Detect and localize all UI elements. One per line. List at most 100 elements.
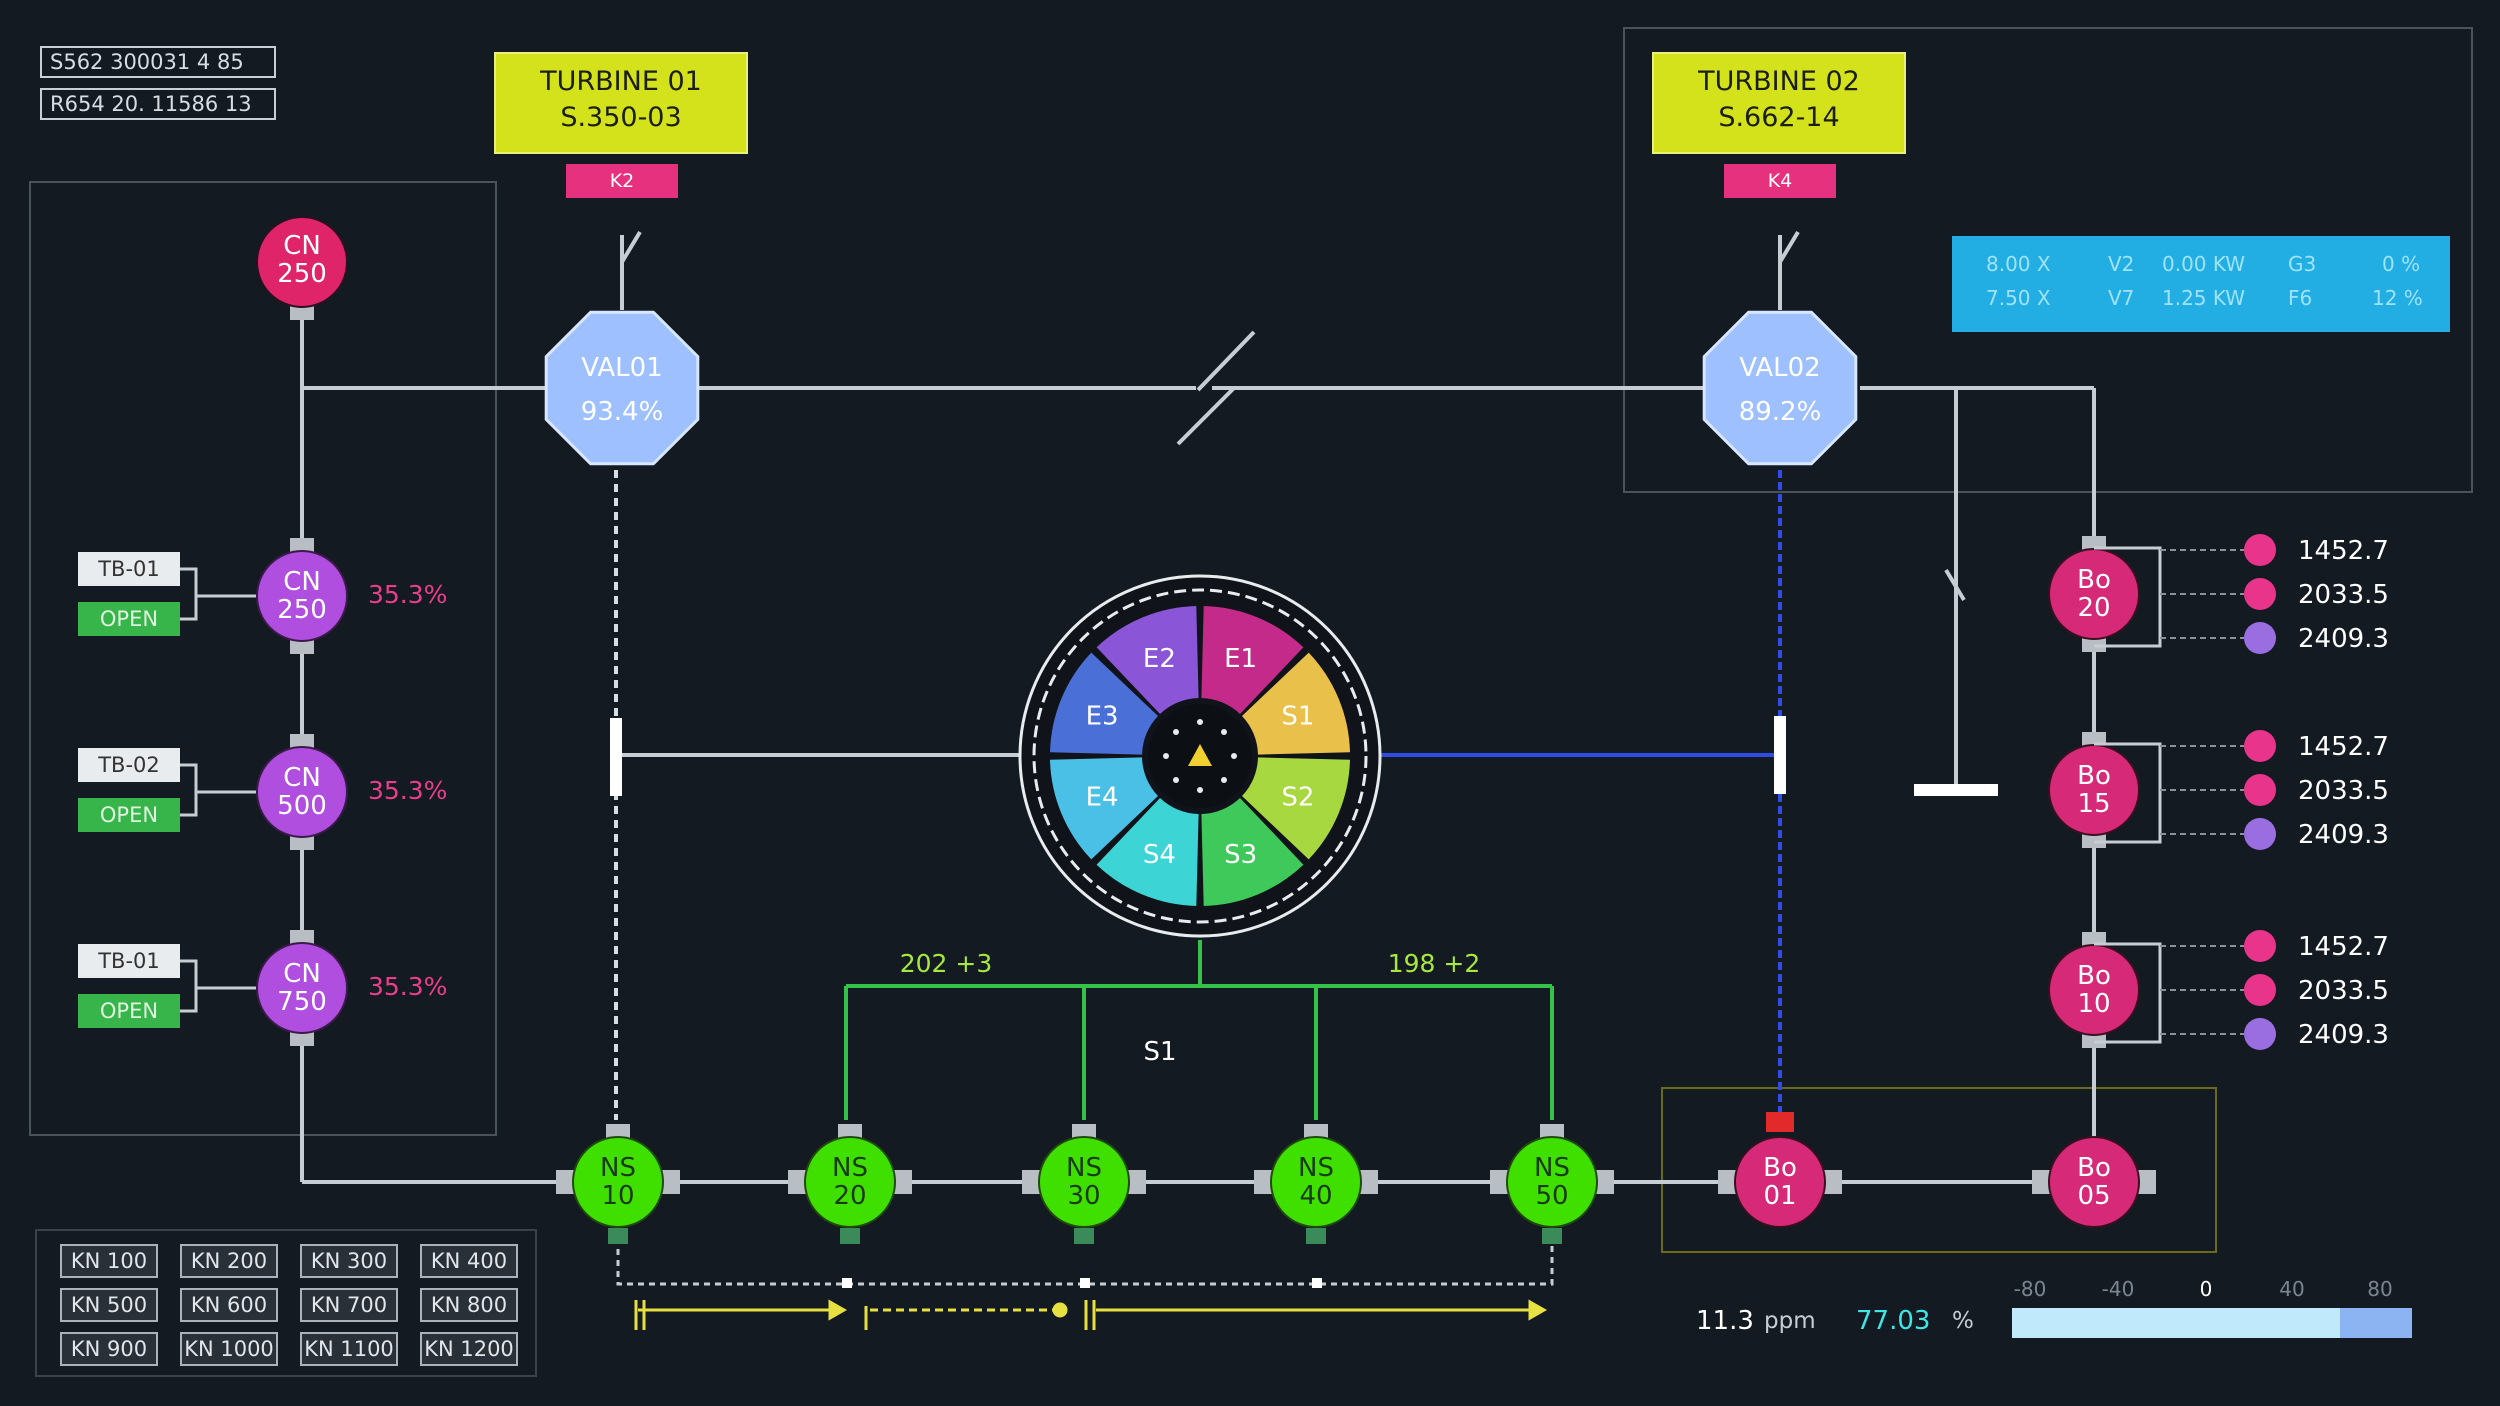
cn-node-2[interactable]: [256, 746, 348, 838]
wheel-segment-e1[interactable]: [1201, 606, 1304, 714]
kn-button-800[interactable]: KN 800: [420, 1288, 518, 1322]
wheel-segment-label: S3: [1224, 840, 1257, 870]
turbine-02-code: S.662-14: [1718, 102, 1840, 133]
ns-node-3-line1: NS: [1066, 1153, 1102, 1183]
branch-label-center: S1: [1143, 1037, 1176, 1067]
cn-node-1-line1: CN: [283, 567, 321, 597]
info-r2-c2: V7: [2108, 286, 2135, 310]
valve-1-octagon[interactable]: [544, 310, 700, 466]
bo-node-2-line2: 15: [2077, 789, 2110, 819]
break-marker-right: [1774, 716, 1786, 794]
turbine-02-card[interactable]: TURBINE 02 S.662-14: [1652, 52, 1906, 154]
pct-unit: %: [1952, 1308, 1974, 1334]
valve-2-octagon[interactable]: [1702, 310, 1858, 466]
cn-node-1[interactable]: [256, 550, 348, 642]
tb-leader: [180, 567, 256, 598]
open-button-3[interactable]: OPEN: [78, 994, 180, 1028]
info-r2-c4: F6: [2288, 286, 2313, 310]
bo01-alarm-marker: [1766, 1112, 1794, 1132]
wheel-segment-label: S1: [1281, 701, 1314, 731]
valve-2-name: VAL02: [1739, 353, 1820, 383]
cn-pct-3: 35.3%: [368, 972, 448, 1001]
bo-reading: 1452.7: [2298, 932, 2389, 962]
info-r1-c4: G3: [2288, 252, 2317, 276]
kn-button-1000[interactable]: KN 1000: [180, 1332, 278, 1366]
hub-dot: [1163, 753, 1169, 759]
bo-reading: 2409.3: [2298, 624, 2389, 654]
header-code-1: S562 300031 4 85: [40, 46, 276, 78]
ns-node-10[interactable]: [572, 1136, 664, 1228]
wheel-segment-label: E2: [1143, 644, 1176, 674]
wheel-segment-e2[interactable]: [1096, 606, 1199, 714]
bo-node-01[interactable]: [1734, 1136, 1826, 1228]
hub-pointer-icon: [1188, 744, 1212, 766]
valve-1-name: VAL01: [581, 353, 662, 383]
reading-dot: [2244, 974, 2276, 1006]
bo-reading: 1452.7: [2298, 536, 2389, 566]
bo-reading: 2409.3: [2298, 820, 2389, 850]
bo-bottom-2-line2: 05: [2077, 1181, 2110, 1211]
open-button-2[interactable]: OPEN: [78, 798, 180, 832]
reading-dot: [2244, 622, 2276, 654]
bo-node-3-line1: Bo: [2077, 961, 2111, 991]
info-r1-c3: 0.00 KW: [2162, 252, 2246, 276]
wheel-segment-s4[interactable]: [1096, 798, 1199, 906]
wheel-dashed-ring: [1032, 588, 1368, 924]
ns-node-50[interactable]: [1506, 1136, 1598, 1228]
wheel-segment-s3[interactable]: [1201, 798, 1304, 906]
kn-button-200[interactable]: KN 200: [180, 1244, 278, 1278]
bo-bottom-1-line1: Bo: [1763, 1153, 1797, 1183]
ns-node-5-line2: 50: [1535, 1181, 1568, 1211]
ns-bottom-connector: [840, 1228, 860, 1244]
ns-node-40[interactable]: [1270, 1136, 1362, 1228]
scale-marker: [2340, 1308, 2412, 1338]
open-leader: [180, 988, 198, 1013]
kn-button-500[interactable]: KN 500: [60, 1288, 158, 1322]
ppm-unit: ppm: [1764, 1308, 1816, 1334]
info-r2-c3: 1.25 KW: [2162, 286, 2246, 310]
reading-bracket: [2094, 546, 2162, 648]
ns-bottom-connector: [1306, 1228, 1326, 1244]
kn-button-1200[interactable]: KN 1200: [420, 1332, 518, 1366]
wheel-segment-label: E3: [1086, 701, 1119, 731]
header-code-2: R654 20. 11586 13: [40, 88, 276, 120]
kn-button-600[interactable]: KN 600: [180, 1288, 278, 1322]
wheel-segment-s1[interactable]: [1242, 652, 1350, 755]
valve-1-value: 93.4%: [581, 397, 664, 427]
cn-top-line2: 250: [277, 259, 327, 289]
wheel-segment-label: S2: [1281, 783, 1314, 813]
cn-node-3[interactable]: [256, 942, 348, 1034]
break-marker-left: [610, 718, 622, 796]
kn-button-100[interactable]: KN 100: [60, 1244, 158, 1278]
ns-node-4-line1: NS: [1298, 1153, 1334, 1183]
tb-leader: [180, 959, 256, 990]
bottom-dashed-link: [616, 1238, 1554, 1286]
turbine-02-tag[interactable]: K4: [1724, 164, 1836, 198]
kn-button-400[interactable]: KN 400: [420, 1244, 518, 1278]
wheel-segment-label: E4: [1086, 783, 1119, 813]
wheel-segment-e4[interactable]: [1050, 757, 1158, 860]
hub-dot: [1221, 777, 1227, 783]
bo-node-05[interactable]: [2048, 1136, 2140, 1228]
turbine-01-card[interactable]: TURBINE 01 S.350-03: [494, 52, 748, 154]
wheel-segment-e3[interactable]: [1050, 652, 1158, 755]
kn-button-1100[interactable]: KN 1100: [300, 1332, 398, 1366]
turbine-01-name: TURBINE 01: [540, 66, 702, 97]
ns-node-20[interactable]: [804, 1136, 896, 1228]
ns-node-2-line2: 20: [833, 1181, 866, 1211]
ns-node-2-line1: NS: [832, 1153, 868, 1183]
open-button-1[interactable]: OPEN: [78, 602, 180, 636]
flow-arrows: [634, 1299, 1548, 1330]
kn-button-300[interactable]: KN 300: [300, 1244, 398, 1278]
wheel-segment-s2[interactable]: [1242, 757, 1350, 860]
turbine-01-tag[interactable]: K2: [566, 164, 678, 198]
ns-node-30[interactable]: [1038, 1136, 1130, 1228]
bo-bottom-1-line2: 01: [1763, 1181, 1796, 1211]
ns-node-1-line2: 10: [601, 1181, 634, 1211]
kn-button-900[interactable]: KN 900: [60, 1332, 158, 1366]
green-branch: [844, 940, 1554, 1120]
cn-top-node[interactable]: [256, 216, 348, 308]
kn-grid-frame: [35, 1229, 537, 1377]
kn-button-700[interactable]: KN 700: [300, 1288, 398, 1322]
